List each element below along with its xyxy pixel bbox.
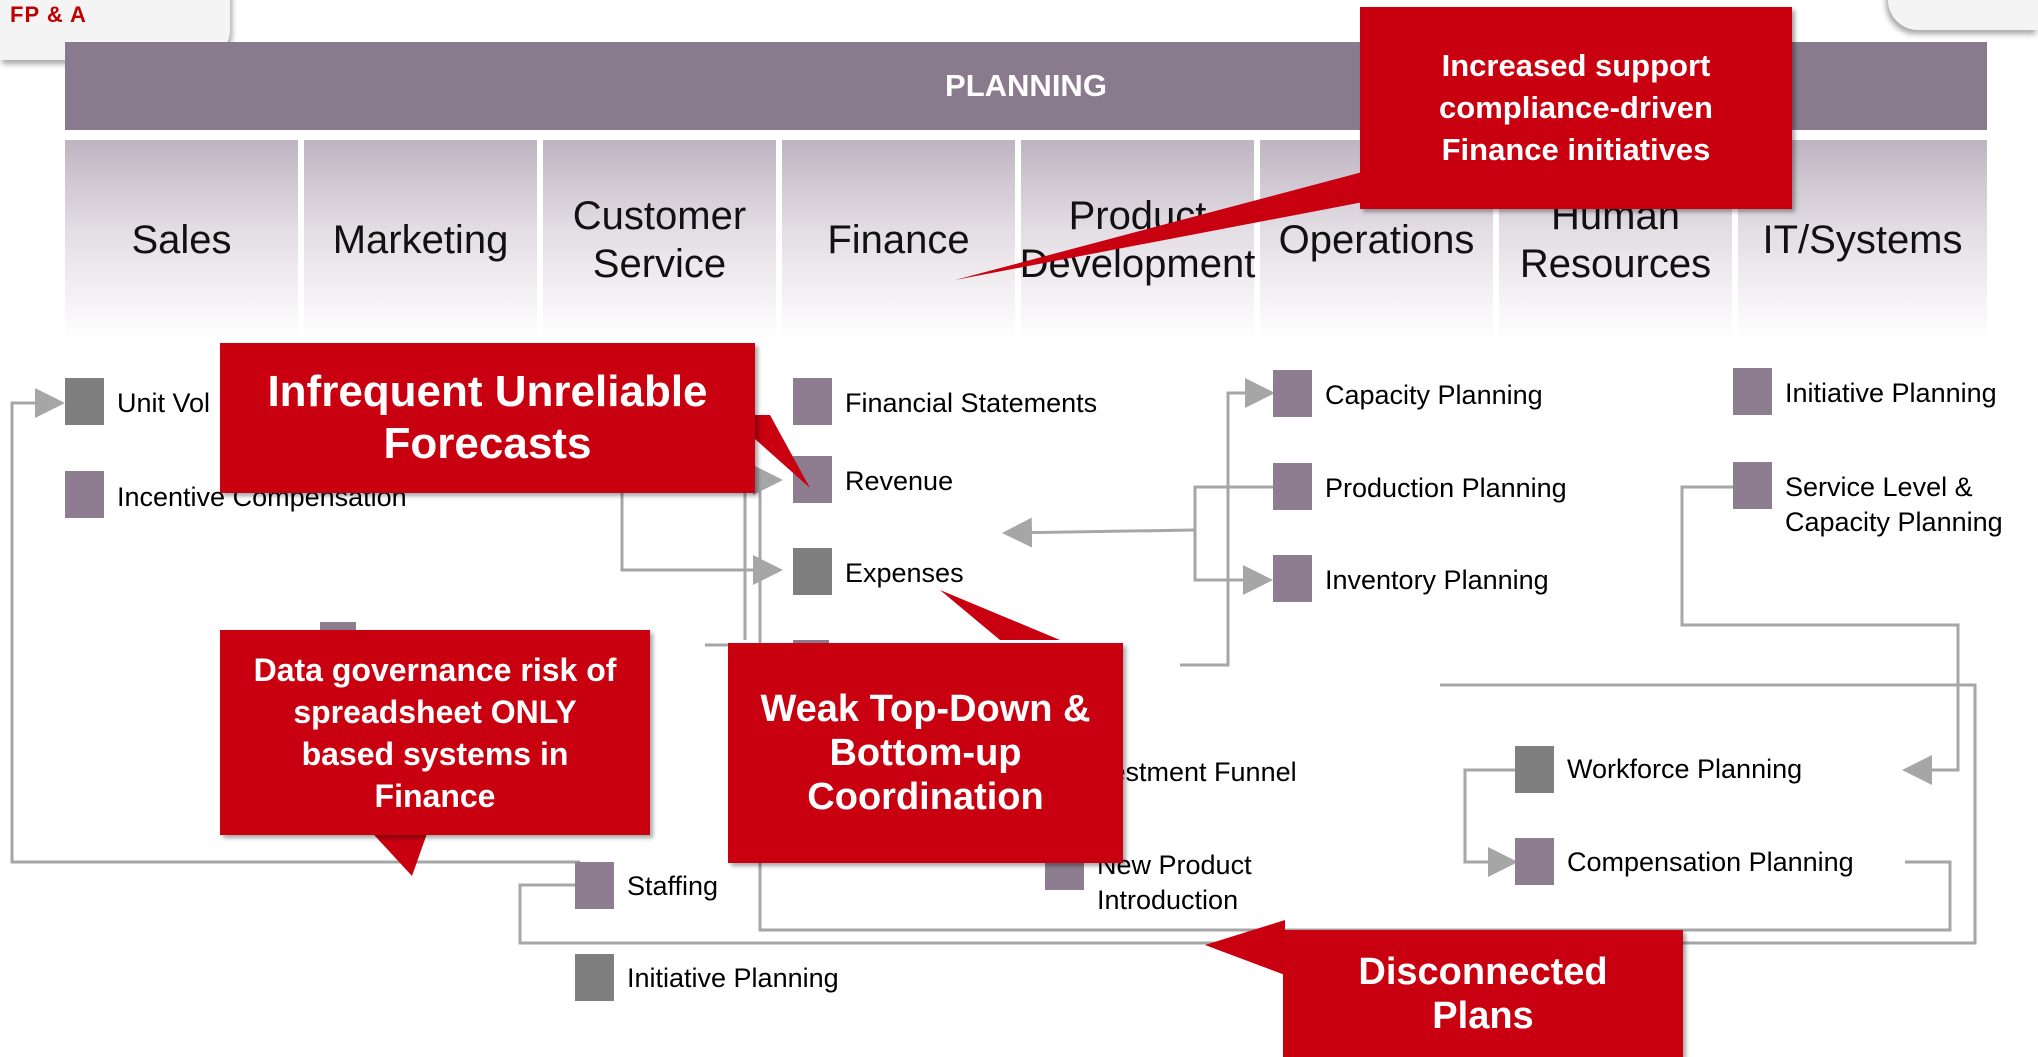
label-revenue: Revenue — [845, 466, 954, 496]
node-revenue — [793, 456, 832, 503]
label-unit-volume: Unit Vol — [117, 388, 211, 418]
dept-finance: Finance — [782, 140, 1015, 340]
node-workforce-planning — [1515, 746, 1554, 793]
node-inventory-planning — [1273, 555, 1312, 602]
node-expenses — [793, 548, 832, 595]
label-expenses: Expenses — [845, 558, 964, 588]
label-it-initiative-planning: Initiative Planning — [1785, 378, 1997, 408]
label-initiative-planning: Initiative Planning — [627, 963, 839, 993]
fpa-label: FP & A — [10, 2, 87, 27]
node-financial-statements — [793, 378, 832, 425]
callout-coordination: Weak Top-Down & Bottom-up Coordination — [728, 643, 1123, 863]
label-workforce-planning: Workforce Planning — [1567, 754, 1803, 784]
node-it-initiative-planning — [1733, 368, 1772, 415]
callout-disconnected: Disconnected Plans — [1283, 930, 1683, 1057]
callout-governance: Data governance risk of spreadsheet ONLY… — [220, 630, 650, 835]
label-capacity-planning: Capacity Planning — [1325, 380, 1543, 410]
node-initiative-planning — [575, 954, 614, 1001]
node-incentive-compensation — [65, 471, 104, 518]
label-financial-statements: Financial Statements — [845, 388, 1098, 418]
dept-sales: Sales — [65, 140, 298, 340]
callout-compliance: Increased support compliance-driven Fina… — [1360, 7, 1792, 209]
label-service-level: Service Level & Capacity Planning — [1785, 472, 2003, 537]
node-unit-volume — [65, 378, 104, 425]
label-new-product-introduction: New Product Introduction — [1097, 850, 1252, 915]
label-compensation-planning: Compensation Planning — [1567, 847, 1854, 877]
label-production-planning: Production Planning — [1325, 473, 1567, 503]
dept-marketing: Marketing — [304, 140, 537, 340]
callout-forecasts: Infrequent Unreliable Forecasts — [220, 343, 755, 493]
label-investment-funnel: vestment Funnel — [1097, 757, 1297, 787]
node-production-planning — [1273, 463, 1312, 510]
node-staffing — [575, 862, 614, 909]
label-staffing: Staffing — [627, 871, 719, 901]
dept-customer-service: Customer Service — [543, 140, 776, 340]
node-compensation-planning — [1515, 838, 1554, 885]
label-inventory-planning: Inventory Planning — [1325, 565, 1549, 595]
corner-tab-right — [1888, 0, 2038, 30]
node-capacity-planning — [1273, 370, 1312, 417]
node-service-level — [1733, 462, 1772, 509]
